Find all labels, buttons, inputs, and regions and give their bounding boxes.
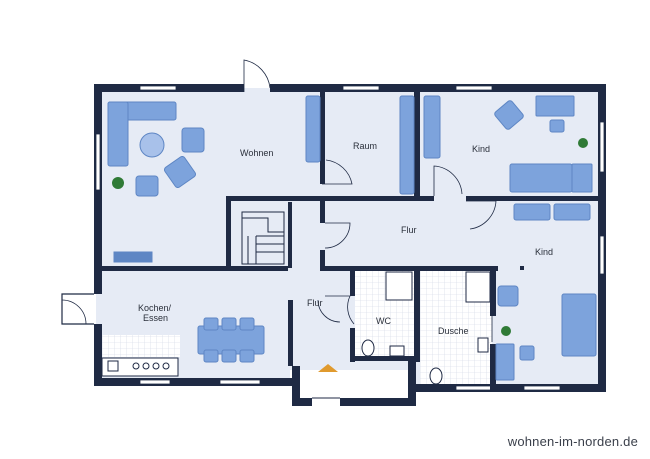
- room-label-flur-low: Flur: [307, 298, 323, 308]
- room-label-raum: Raum: [353, 141, 377, 151]
- room-label-wc: WC: [376, 316, 391, 326]
- interior-walls: [102, 92, 604, 390]
- room-label-dusche: Dusche: [438, 326, 469, 336]
- entrance-marker: [312, 364, 340, 399]
- staircase: [241, 211, 285, 265]
- bathroom-fixtures: [361, 271, 491, 385]
- room-label-kind-right: Kind: [535, 247, 553, 257]
- room-labels: Wohnen Raum Kind Flur Kind Kochen/ Essen…: [138, 141, 553, 336]
- windows: [95, 85, 605, 391]
- watermark: wohnen-im-norden.de: [507, 434, 638, 449]
- plant-icons: [112, 138, 588, 336]
- furniture: [107, 95, 597, 381]
- room-label-kind-top: Kind: [472, 144, 490, 154]
- doors: [61, 59, 497, 342]
- room-label-wohnen: Wohnen: [240, 148, 273, 158]
- room-label-essen: Essen: [143, 313, 168, 323]
- room-label-flur-mid: Flur: [401, 225, 417, 235]
- room-label-kochen: Kochen/: [138, 303, 172, 313]
- kitchen-counter: [101, 357, 179, 377]
